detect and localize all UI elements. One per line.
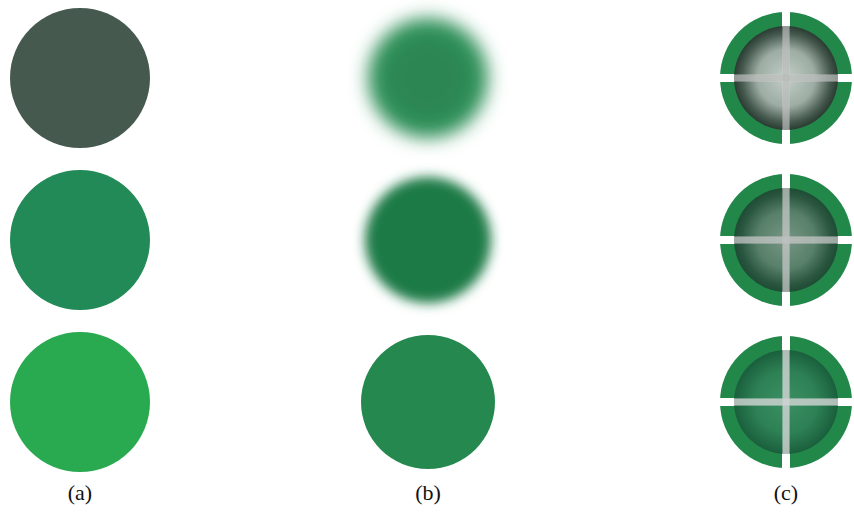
lens-disk (720, 174, 852, 306)
panel-label: (b) (415, 480, 441, 506)
blurred-disk (368, 18, 488, 138)
blurred-core (390, 40, 466, 116)
panel-label: (c) (774, 480, 798, 506)
sharp-disk (361, 335, 495, 469)
lens-disk (720, 12, 852, 144)
lens-disk (720, 336, 852, 468)
dark-disk (10, 8, 150, 148)
bright-disk (10, 332, 150, 472)
blurred-disk (365, 177, 491, 303)
panel-label: (a) (68, 480, 92, 506)
green-disk (10, 170, 150, 310)
